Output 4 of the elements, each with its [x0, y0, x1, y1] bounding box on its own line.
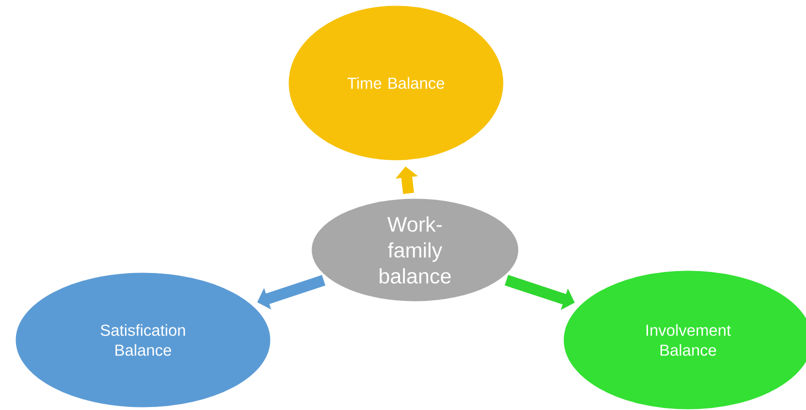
ellipse-node: Satisfication Balance: [14, 271, 272, 409]
ellipse-node: Involvement Balance: [562, 269, 806, 410]
ellipse-node: Work-family balance: [310, 197, 520, 303]
ellipse-node: Time Balance: [287, 4, 505, 162]
